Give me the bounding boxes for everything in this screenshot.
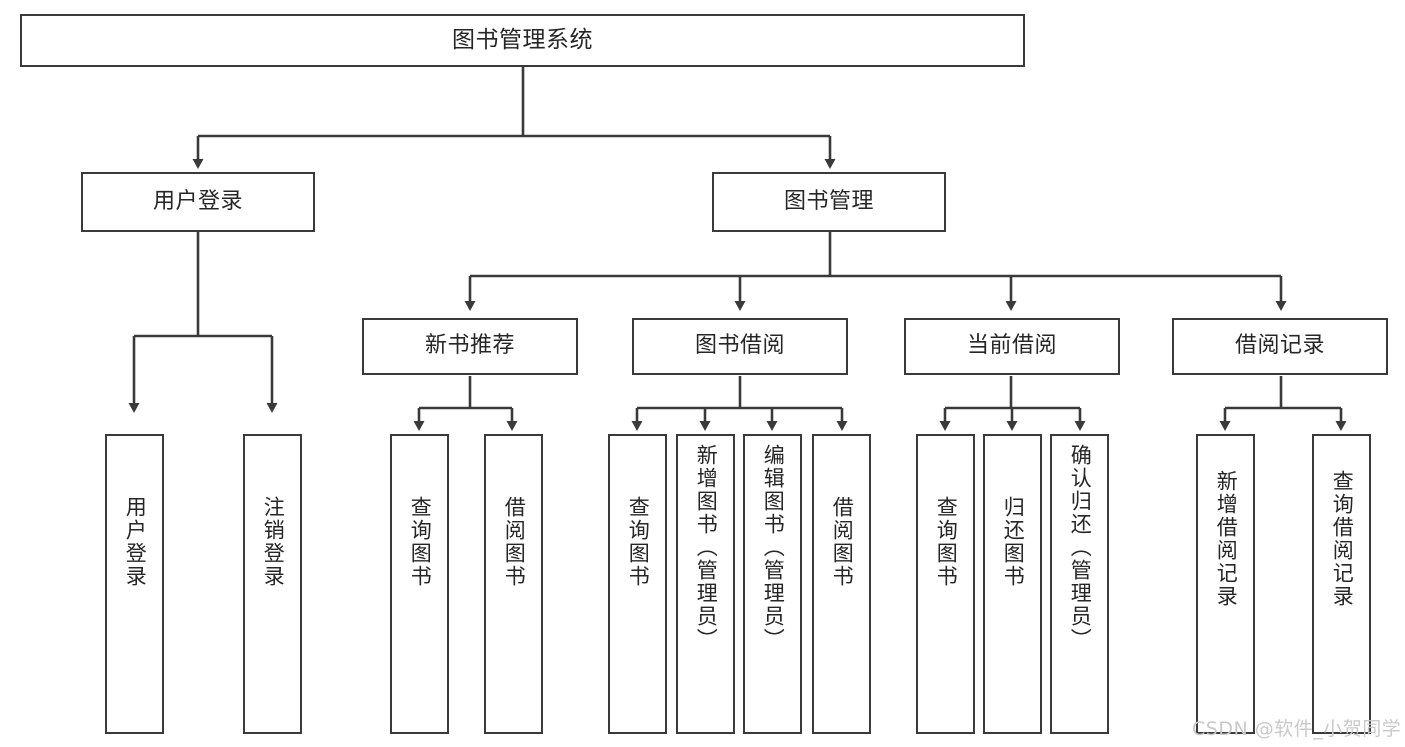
node-label: 确认归还（管理员）: [1068, 444, 1093, 651]
node-label: 用户登录: [123, 496, 148, 588]
node-label: 借阅图书: [830, 496, 855, 588]
leaf-logout[interactable]: 注销登录: [243, 434, 302, 734]
leaf-query-borrow-record[interactable]: 查询借阅记录: [1312, 434, 1371, 734]
node-label: 借阅图书: [502, 496, 527, 588]
node-label: 图书借阅: [694, 333, 785, 359]
leaf-query-book-borrow[interactable]: 查询图书: [608, 434, 667, 734]
leaf-user-login[interactable]: 用户登录: [105, 434, 164, 734]
leaf-confirm-return-admin[interactable]: 确认归还（管理员）: [1050, 434, 1109, 734]
node-label: 编辑图书（管理员）: [761, 444, 786, 651]
leaf-return-book[interactable]: 归还图书: [983, 434, 1042, 734]
node-root-book-management-system[interactable]: 图书管理系统: [20, 14, 1025, 67]
node-label: 查询图书: [934, 496, 959, 588]
node-label: 查询图书: [626, 496, 651, 588]
node-label: 查询图书: [408, 496, 433, 588]
leaf-add-book-admin[interactable]: 新增图书（管理员）: [676, 434, 735, 734]
node-borrow-record[interactable]: 借阅记录: [1172, 318, 1388, 375]
node-label: 归还图书: [1001, 496, 1026, 588]
csdn-watermark: CSDN @软件_小贺同学: [1192, 718, 1402, 740]
leaf-edit-book-admin[interactable]: 编辑图书（管理员）: [743, 434, 802, 734]
node-current-borrow[interactable]: 当前借阅: [904, 318, 1120, 375]
node-new-book-recommend[interactable]: 新书推荐: [362, 318, 578, 375]
leaf-borrow-book[interactable]: 借阅图书: [812, 434, 871, 734]
node-label: 用户登录: [152, 188, 243, 214]
leaf-query-book-current[interactable]: 查询图书: [916, 434, 975, 734]
node-label: 新增借阅记录: [1214, 470, 1239, 608]
node-label: 借阅记录: [1234, 333, 1325, 359]
node-label: 新增图书（管理员）: [694, 444, 719, 651]
node-label: 图书管理系统: [452, 26, 593, 53]
node-label: 查询借阅记录: [1330, 470, 1355, 608]
leaf-query-book-recommend[interactable]: 查询图书: [390, 434, 449, 734]
node-book-management[interactable]: 图书管理: [712, 172, 946, 232]
leaf-borrow-book-recommend[interactable]: 借阅图书: [484, 434, 543, 734]
node-user-login[interactable]: 用户登录: [81, 172, 315, 232]
node-label: 注销登录: [261, 496, 286, 588]
node-book-borrow[interactable]: 图书借阅: [632, 318, 848, 375]
node-label: 新书推荐: [424, 333, 515, 359]
node-label: 当前借阅: [966, 333, 1057, 359]
leaf-add-borrow-record[interactable]: 新增借阅记录: [1196, 434, 1255, 734]
node-label: 图书管理: [783, 188, 874, 214]
